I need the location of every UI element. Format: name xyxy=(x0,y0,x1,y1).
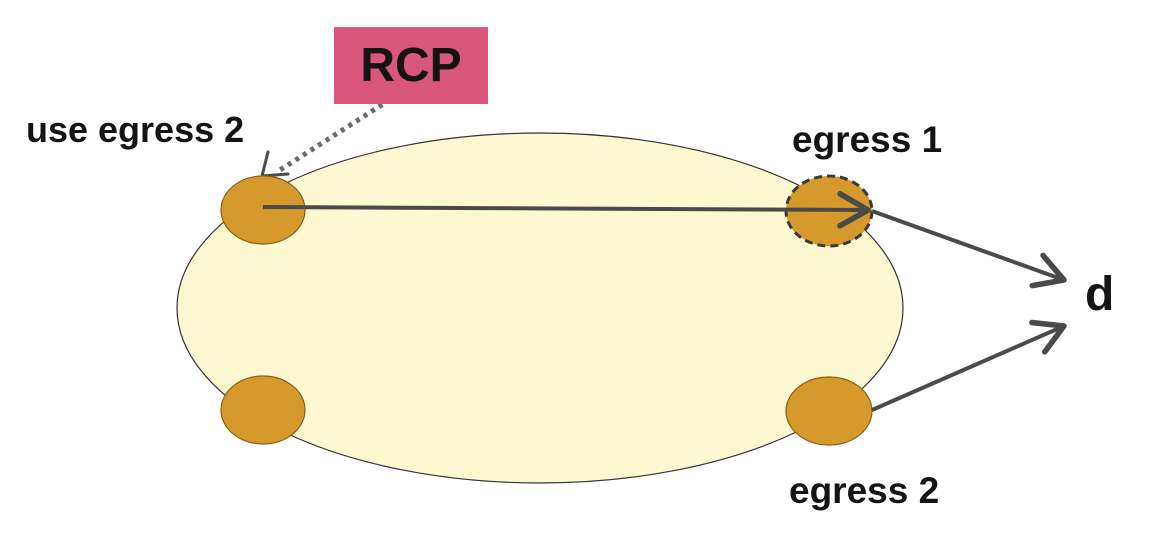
egress-2-label: egress 2 xyxy=(789,470,940,511)
rcp-control-arrowhead xyxy=(260,150,290,178)
rcp-box-bg xyxy=(334,27,488,104)
router-bottom-left xyxy=(220,375,306,445)
egress-1-label: egress 1 xyxy=(792,119,943,160)
destination-label: d xyxy=(1085,268,1115,321)
egress2-to-d-arrow xyxy=(871,319,1067,412)
ingress-to-egress1-arrow xyxy=(262,191,871,229)
egress1-to-d-arrow xyxy=(871,209,1067,289)
egress-2-router xyxy=(785,376,873,446)
as-domain-ellipse xyxy=(176,132,904,484)
use-egress-label: use egress 2 xyxy=(26,109,245,150)
rcp-label: RCP xyxy=(360,39,462,92)
rcp-box: RCP xyxy=(334,27,488,104)
rcp-control-line xyxy=(278,87,407,173)
ingress-router xyxy=(220,175,306,245)
